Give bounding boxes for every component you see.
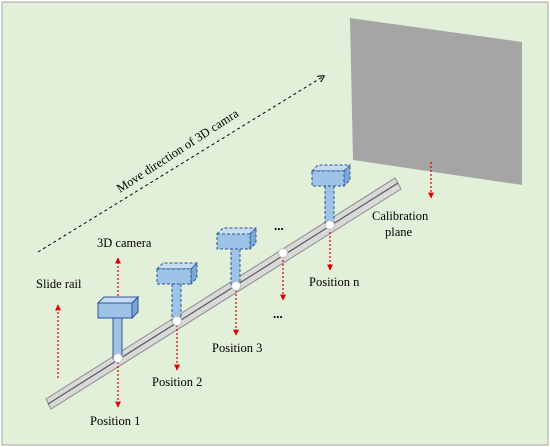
rail-position-node-icon — [172, 316, 182, 326]
rail-position-node-icon — [325, 220, 335, 230]
ellipsis-lower: ... — [273, 306, 283, 321]
move-direction-arrow — [37, 76, 324, 253]
position-n-label: Position n — [309, 275, 360, 289]
position-2-label: Position 2 — [152, 375, 202, 389]
calibration-plane-label-line1: Calibration — [372, 209, 429, 223]
camera-label: 3D camera — [97, 236, 152, 250]
3d-camera-box-icon — [156, 268, 192, 285]
camera-position-3 — [215, 226, 258, 286]
3d-camera-box-icon — [311, 170, 345, 187]
slide-rail-label: Slide rail — [36, 277, 82, 291]
camera-position-2 — [155, 261, 199, 322]
3d-camera-box-icon — [216, 233, 251, 250]
position-3-label: Position 3 — [212, 341, 262, 355]
calibration-plane-label-line2: plane — [385, 225, 413, 239]
ellipsis-upper: ... — [274, 218, 284, 233]
rail-position-node-icon — [278, 248, 288, 258]
position-1-label: Position 1 — [90, 414, 140, 428]
3d-camera-box-icon — [97, 302, 133, 319]
rail-position-node-icon — [113, 353, 123, 363]
calibration-plane — [350, 18, 522, 185]
rail-position-node-icon — [231, 281, 241, 291]
